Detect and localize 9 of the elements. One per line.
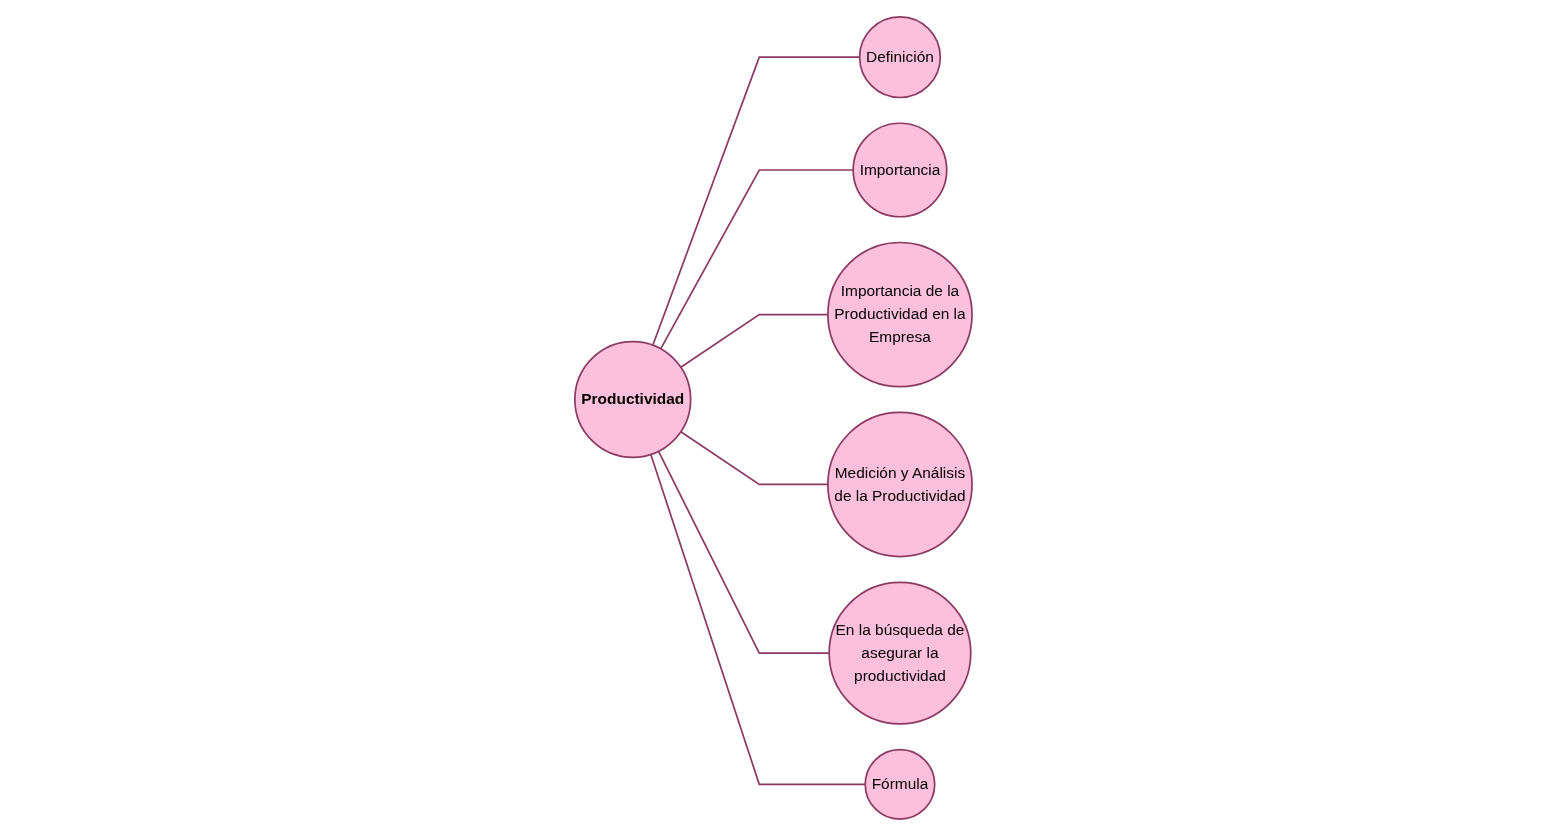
node-circle: Importancia de la Productividad en la Empresa bbox=[827, 241, 973, 388]
node-circle: Productividad bbox=[574, 340, 692, 459]
node-circle: Definición bbox=[858, 16, 942, 99]
node-circle: En la búsqueda de asegurar la productividad bbox=[828, 581, 972, 725]
node-circle: Fórmula bbox=[864, 748, 936, 820]
node-circle: Medición y Análisis de la Productividad bbox=[827, 411, 973, 558]
node-circle: Importancia bbox=[852, 122, 948, 218]
connector bbox=[680, 313, 829, 369]
connector bbox=[680, 430, 829, 486]
